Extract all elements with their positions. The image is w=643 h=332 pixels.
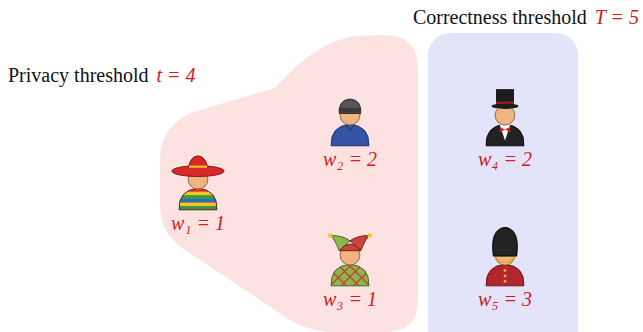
threshold-value: t = 4 xyxy=(157,64,196,87)
threshold-name: Correctness threshold xyxy=(413,6,587,29)
threshold-region: Correctness threshold T = 5 w₄ = 2 w₅ = 3 xyxy=(372,0,643,332)
party-node: w₂ = 2 xyxy=(323,86,377,171)
party-weight: w₅ = 3 xyxy=(478,288,532,311)
party-weight: w₂ = 2 xyxy=(323,148,377,171)
threshold-value: T = 5 xyxy=(595,6,639,29)
threshold-name: Privacy threshold xyxy=(8,64,149,87)
party-weight: w₁ = 1 xyxy=(171,212,225,235)
region-fill xyxy=(428,33,578,332)
party-figure xyxy=(478,226,532,288)
party-weight: w₃ = 1 xyxy=(323,288,377,311)
party-figure xyxy=(171,150,225,212)
party-node: w₅ = 3 xyxy=(478,226,532,311)
party-figure xyxy=(323,226,377,288)
threshold-region: Privacy threshold t = 4 w₁ = 1 w₂ = 2 w₃ = 1 xyxy=(0,30,422,332)
party-node: w₄ = 2 xyxy=(478,86,532,171)
party-node: w₃ = 1 xyxy=(323,226,377,311)
region-fill xyxy=(160,35,418,332)
party-weight: w₄ = 2 xyxy=(478,148,532,171)
party-figure xyxy=(323,86,377,148)
party-figure xyxy=(478,86,532,148)
region-heading: Privacy threshold t = 4 xyxy=(8,64,196,87)
region-heading: Correctness threshold T = 5 xyxy=(413,6,639,29)
party-node: w₁ = 1 xyxy=(171,150,225,235)
